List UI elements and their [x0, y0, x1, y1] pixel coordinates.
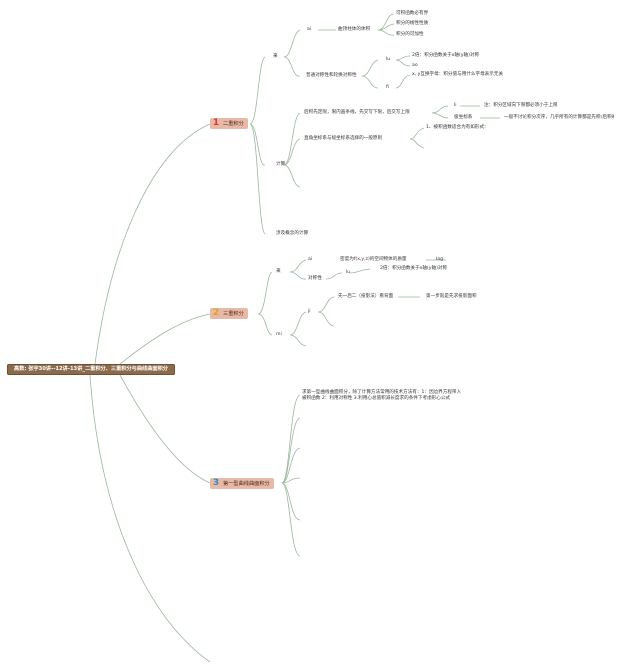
node-fi[interactable]: fi	[386, 85, 389, 90]
node-integrand-form[interactable]: 1、被积函数适合为有如形式：	[426, 125, 489, 130]
node-lower-upper-note[interactable]: 注：积分区域向下限都必须小于上限	[484, 103, 558, 108]
node-concept-calc[interactable]: 涉及概念的计算	[276, 231, 309, 236]
node-double-axis-symmetric[interactable]: 2倍：积分函数关于x轴(y轴)对称	[412, 53, 480, 58]
node-polar-coords[interactable]: 极坐标系	[454, 115, 473, 120]
node-lai[interactable]: 来	[273, 54, 278, 59]
node-projection-method[interactable]: 先一后二（投影法）看背面	[338, 294, 394, 299]
node-linearity[interactable]: 积分的线性性质	[396, 21, 429, 26]
node-ai[interactable]: ai	[307, 27, 312, 32]
text-line-1: 求第一型曲线曲面积分，除了计算方法常用的技术方法有：1：因边界方程带入	[302, 390, 462, 395]
node-mi[interactable]: mi	[276, 332, 282, 337]
node-symmetry[interactable]: 普通对称性和轮换对称性	[306, 73, 357, 78]
branch-root-topic1	[94, 123, 211, 365]
node-first-type-methods[interactable]: 求第一型曲线曲面积分，除了计算方法常用的技术方法有：1：因边界方程带入 被积函数…	[302, 390, 502, 402]
node-ji[interactable]: ji	[308, 309, 311, 314]
node-calculation[interactable]: 计算	[276, 162, 286, 167]
node-symmetry[interactable]: 对称性	[308, 276, 322, 281]
topic-label: 第一型曲线曲面积分	[223, 481, 270, 487]
node-lai[interactable]: 来	[276, 269, 281, 274]
branch-root-bottom	[89, 374, 211, 663]
root-node[interactable]: 高数: 张宇30讲--12讲-13讲_二重积分、三重积分与曲线曲面积分	[7, 364, 175, 375]
node-ao[interactable]: ao	[412, 63, 418, 68]
node-integrable-bounded[interactable]: 可积函数必有界	[396, 11, 429, 16]
node-double-axis-symmetric[interactable]: 2倍：积分函数关于x轴(y轴)对称	[380, 266, 448, 271]
node-mass-density[interactable]: 密度为f(x,y,z)的空间物体的质量	[340, 257, 407, 262]
node-coordinate-choice[interactable]: 直角坐标系与极坐标系选择的一般原则	[304, 136, 383, 141]
node-limits-rule[interactable]: 后积先定限，限内画条线，先交写下限，后交写上限	[304, 110, 410, 115]
node-curved-top-volume[interactable]: 曲顶柱体的体积	[338, 27, 371, 32]
node-lag[interactable]: lag	[436, 257, 444, 262]
node-lu[interactable]: lu	[386, 57, 391, 62]
topic-label: 二重积分	[223, 121, 244, 127]
number-badge: 3	[212, 478, 220, 488]
node-additivity[interactable]: 积分的可加性	[396, 32, 424, 37]
number-badge: 1	[212, 118, 220, 128]
node-ai[interactable]: ai	[308, 257, 313, 262]
node-xy-swap[interactable]: x, y互换字母：积分值与用什么字母表示无关	[412, 72, 504, 77]
node-polar-order[interactable]: 一般不讨论积分次序，几乎所有的计算都是先积r后积θ	[504, 115, 615, 120]
branch-root-topic3	[119, 374, 211, 484]
node-li[interactable]: li	[454, 103, 457, 108]
node-projection-area[interactable]: 第一步就是先求投影面积	[426, 294, 477, 299]
branch-root-topic2	[119, 313, 211, 365]
number-badge: 2	[212, 308, 220, 318]
topic-label: 三重积分	[223, 311, 244, 317]
node-lu[interactable]: lu	[346, 270, 351, 275]
text-line-2: 被积函数 2：利用对称性 3.利用心总值积减长度求的条件下考虑形心公式	[302, 396, 451, 401]
